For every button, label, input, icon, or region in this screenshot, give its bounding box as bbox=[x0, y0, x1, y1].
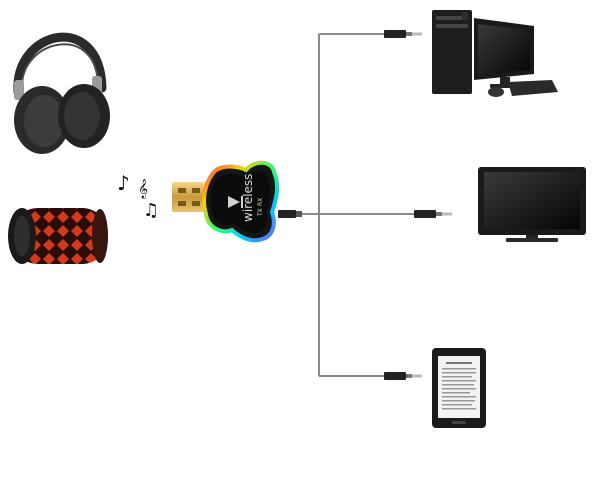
tv-audio-jack bbox=[414, 210, 452, 218]
ereader-audio-jack bbox=[384, 372, 422, 380]
music-note-3: ♫ bbox=[143, 200, 159, 221]
play-icon bbox=[228, 196, 243, 208]
computer-mouse bbox=[488, 87, 504, 97]
adapter-audio-jack bbox=[278, 210, 302, 218]
music-notes: ♪ 𝄞 ♫ bbox=[117, 171, 159, 221]
music-note-1: ♪ bbox=[117, 171, 130, 195]
desktop-computer-icon bbox=[432, 10, 558, 97]
computer-audio-jack bbox=[384, 30, 422, 38]
speaker-icon bbox=[8, 208, 108, 264]
bluetooth-usb-adapter: wireless TX RX bbox=[172, 160, 280, 243]
ereader-icon bbox=[432, 348, 486, 428]
cables bbox=[300, 33, 420, 377]
adapter-label: wireless bbox=[241, 174, 255, 222]
headphones-icon bbox=[13, 32, 110, 154]
adapter-mode-rx: RX bbox=[257, 198, 264, 206]
computer-keyboard bbox=[508, 80, 558, 96]
computer-tower bbox=[432, 10, 472, 94]
music-note-2: 𝄞 bbox=[138, 179, 148, 199]
adapter-mode-tx: TX bbox=[257, 208, 264, 217]
tv-screen bbox=[484, 172, 580, 229]
tv-icon bbox=[478, 167, 586, 242]
ereader-screen bbox=[438, 356, 480, 418]
